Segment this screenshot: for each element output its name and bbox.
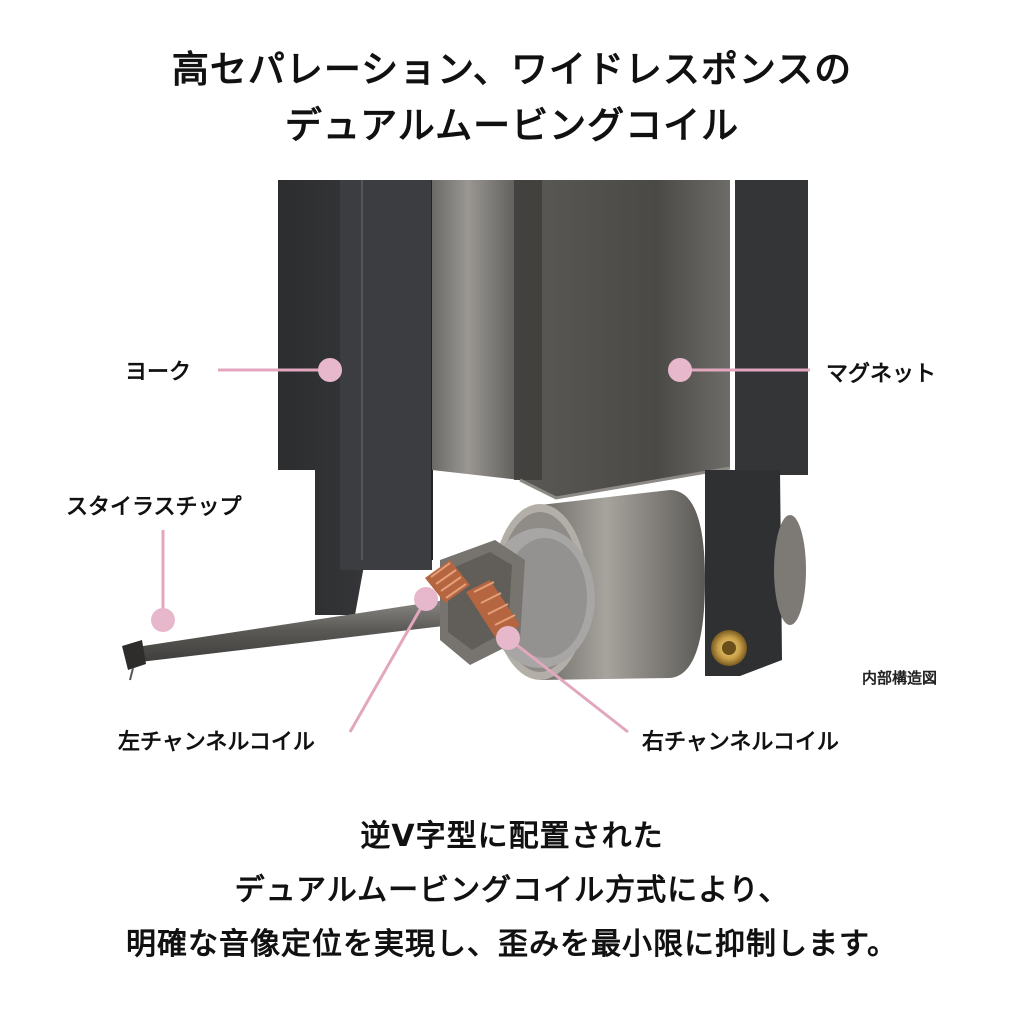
markers [151,358,692,650]
description-line-3: 明確な音像定位を実現し、歪みを最小限に抑制します。 [126,927,898,962]
right-coil-marker [496,626,520,650]
label-left-coil: 左チャンネルコイル [118,730,315,755]
description: 逆V字型に配置された デュアルムービングコイル方式により、 明確な音像定位を実現… [0,810,1024,972]
label-yoke: ヨーク [125,360,192,385]
left-coil [425,560,470,603]
magnet-marker [668,358,692,382]
page-title: 高セパレーション、ワイドレスポンスの デュアルムービングコイル [0,42,1024,154]
left-coil-marker [414,587,438,611]
right-coil-leader [507,636,629,734]
label-right-coil: 右チャンネルコイル [642,730,839,755]
left-coil-leader [348,598,428,733]
description-line-2: デュアルムービングコイル方式により、 [234,873,790,908]
stylus-marker [151,608,175,632]
label-magnet: マグネット [826,362,937,387]
title-line-1: 高セパレーション、ワイドレスポンスの [171,48,853,91]
description-line-1: 逆V字型に配置された [360,819,664,854]
leader-lines [161,368,810,734]
yoke-marker [318,358,342,382]
title-line-2: デュアルムービングコイル [284,104,740,147]
diagram-caption: 内部構造図 [862,669,938,687]
label-stylus-tip: スタイラスチップ [66,495,242,520]
right-coil [466,580,520,640]
magnet [432,180,731,500]
cantilever [122,600,452,681]
